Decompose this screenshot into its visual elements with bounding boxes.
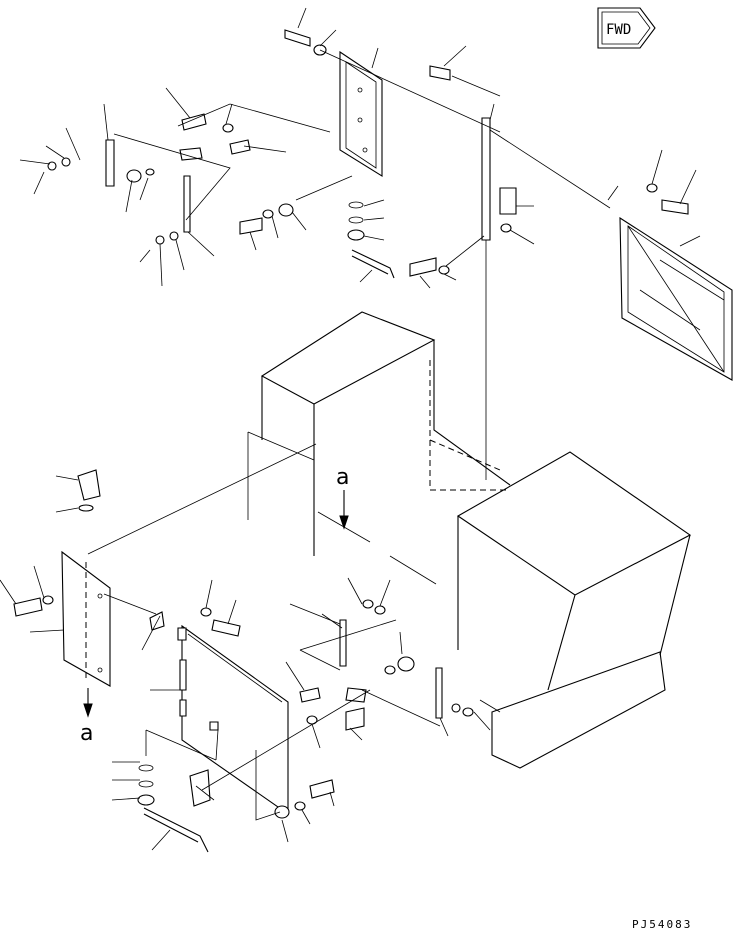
latch-hardware-bottom [137,764,209,853]
cabinet-body [247,311,511,556]
vertical-hinge-rod-top [481,117,491,480]
latch-hardware-top [347,201,395,279]
right-enclosure [456,451,692,769]
section-marker-top: a [317,465,371,543]
leader-lines-bottom [0,475,501,851]
assembly-lines-bottom [87,443,441,821]
top-hinge-bracket [339,50,383,177]
section-label-bottom: a [80,721,93,746]
lower-left-door-panel [61,550,111,687]
upper-right-cover-panel [619,216,733,381]
bolt-group-bottom [13,469,474,819]
hardware-group-top-left [47,139,203,245]
bolt-group-top [181,29,689,277]
section-marker-bottom: a [80,688,93,746]
leader-lines-top [19,7,701,289]
assembly-lines-top [113,49,611,267]
forward-direction-badge: FWD [597,7,656,49]
section-label-top: a [336,465,349,490]
forward-direction-label: FWD [606,22,631,38]
drawing-code: PJ54083 [632,918,692,931]
